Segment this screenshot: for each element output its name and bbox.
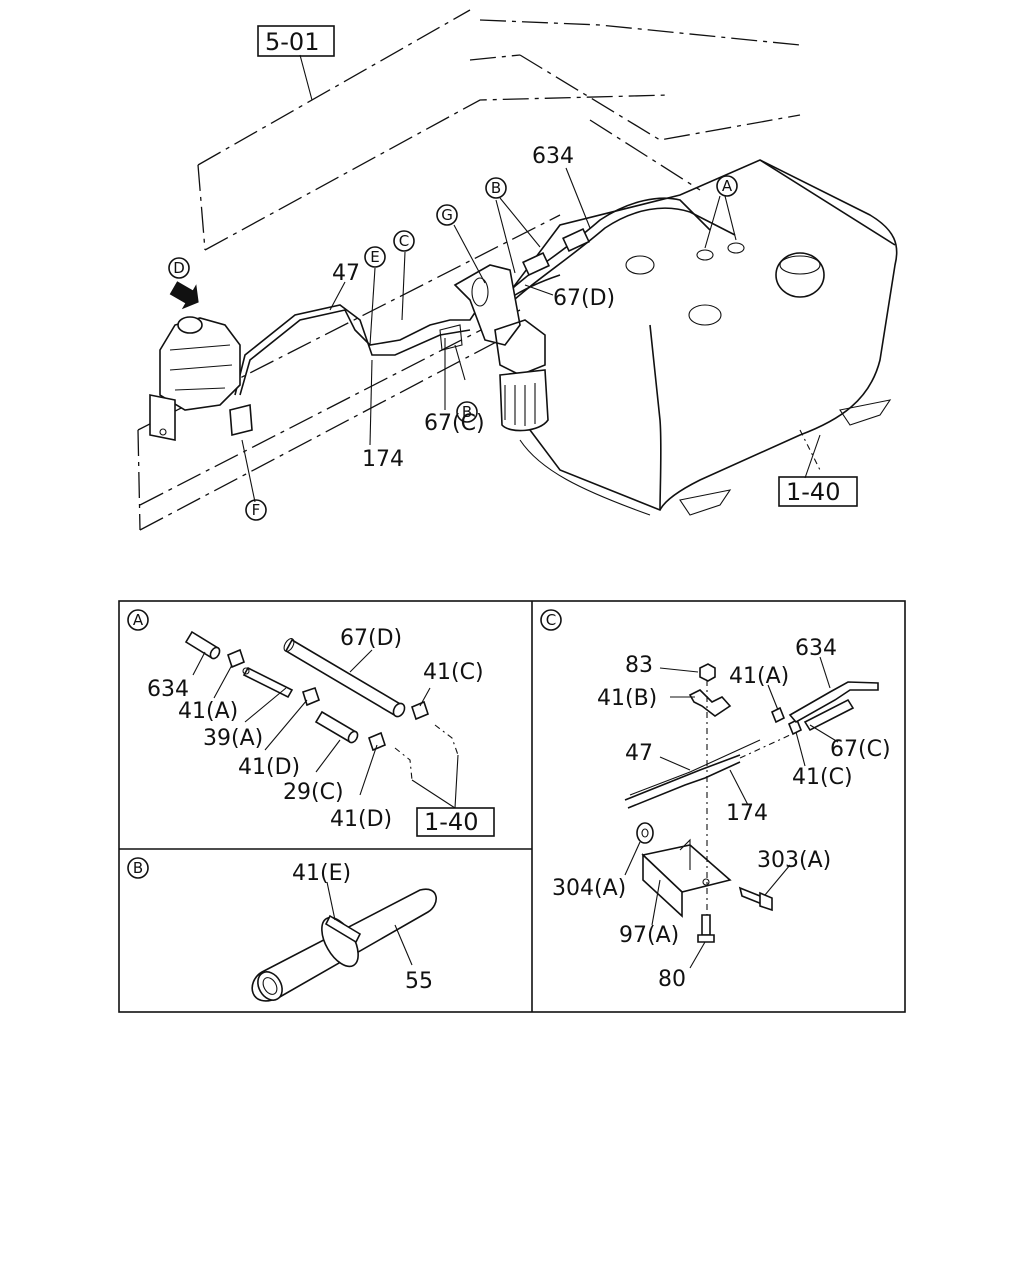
detail-b-label-41e: 41(E) [292,861,351,886]
detail-a-letter: A [127,609,149,631]
svg-text:G: G [441,206,453,224]
detail-c-label-41a: 41(A) [729,664,789,689]
fuel-filter-assembly [439,264,549,432]
callout-a: A [716,175,738,197]
detail-a-ref-box-1-40: 1-40 [416,807,495,837]
detail-c-letter: C [540,609,562,631]
detail-a-panel: A 67(D) 634 [127,609,495,837]
detail-b-letter: B [127,857,149,879]
svg-text:E: E [370,248,379,266]
detail-c-label-67c: 67(C) [830,737,891,762]
svg-text:C: C [546,611,556,629]
detail-c-label-47: 47 [625,741,653,766]
overview-illustration: 5-01 1-40 634 47 174 67(D) 67(C) A B B C [137,9,898,531]
detail-c-label-41c: 41(C) [792,765,853,790]
svg-text:1-40: 1-40 [786,478,840,506]
callout-f: F [245,499,267,521]
svg-text:C: C [399,232,409,250]
callout-b-bottom: B [456,401,478,423]
detail-a-label-39a: 39(A) [203,726,263,751]
detail-a-label-29c: 29(C) [283,780,344,805]
detail-panels-frame [118,600,906,1013]
detail-a-label-41a: 41(A) [178,699,238,724]
ref-box-5-01: 5-01 [257,25,335,57]
detail-a-label-41d-upper: 41(D) [238,755,300,780]
detail-c-label-634: 634 [795,636,837,661]
ref-box-1-40-tank: 1-40 [778,476,858,507]
part-label-634: 634 [532,144,574,169]
svg-text:B: B [133,859,143,877]
fuel-tank [499,159,898,516]
detail-a-label-41d-lower: 41(D) [330,807,392,832]
detail-c-label-41b: 41(B) [597,686,657,711]
detail-b-panel: B 41(E) 55 [127,857,437,1002]
svg-text:1-40: 1-40 [424,808,478,836]
overview-leader-lines [241,54,821,503]
svg-text:5-01: 5-01 [265,28,319,56]
part-label-174: 174 [362,447,404,472]
svg-text:D: D [173,259,185,277]
callout-b-top: B [485,177,507,199]
svg-text:A: A [133,611,144,629]
frame-rail-upper [197,9,801,251]
detail-b-label-55: 55 [405,969,433,994]
injection-pump-assembly [149,316,253,441]
detail-c-panel: C [540,609,891,992]
svg-text:A: A [722,177,733,195]
callout-c: C [393,230,415,252]
detail-a-label-67d: 67(D) [340,626,402,651]
fuel-lines [234,197,736,396]
detail-c-label-174: 174 [726,801,768,826]
detail-c-label-83: 83 [625,653,653,678]
callout-g: G [436,204,458,226]
detail-c-label-303a: 303(A) [757,848,831,873]
detail-c-label-80: 80 [658,967,686,992]
part-label-67d: 67(D) [553,286,615,311]
detail-a-label-41c: 41(C) [423,660,484,685]
frame-rail-lower [137,214,561,531]
part-label-67c: 67(C) [424,411,485,436]
detail-c-label-97a: 97(A) [619,923,679,948]
callout-e: E [364,246,386,268]
view-direction-arrow [169,281,199,310]
detail-a-label-634: 634 [147,677,189,702]
part-label-47: 47 [332,261,360,286]
svg-text:F: F [252,501,261,519]
detail-c-label-304a: 304(A) [552,876,626,901]
svg-text:B: B [462,403,472,421]
svg-text:B: B [491,179,501,197]
callout-d: D [168,257,190,279]
